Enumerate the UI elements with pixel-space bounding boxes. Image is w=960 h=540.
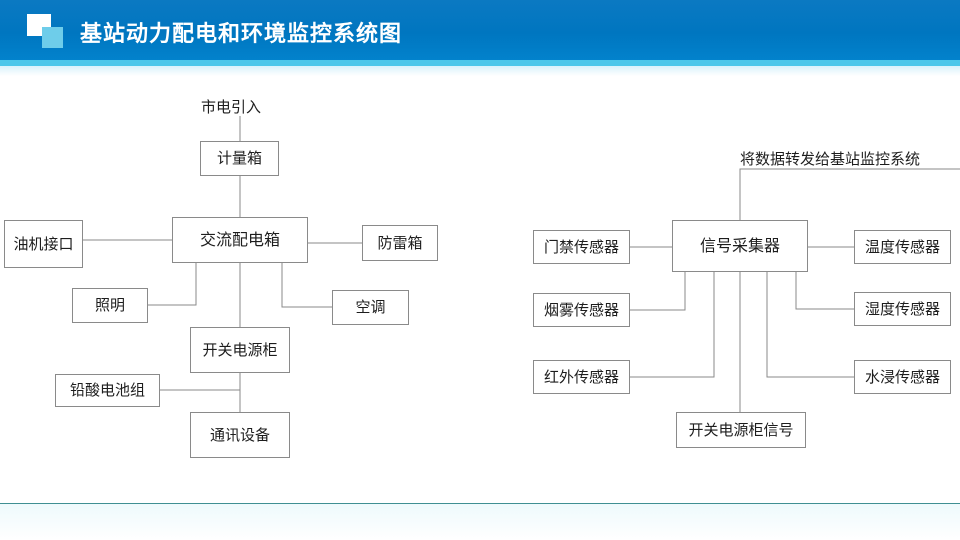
page-title: 基站动力配电和环境监控系统图	[80, 22, 403, 47]
diagram-canvas: 市电引入 将数据转发给基站监控系统 计量箱 交流配电箱 油机接口 防雷箱 照明 …	[0, 76, 960, 503]
wire-acbox-to-aircon	[281, 263, 332, 308]
node-lightning-box[interactable]: 防雷箱	[362, 225, 438, 261]
wire-humidity-to-collector	[795, 272, 854, 310]
header-accent-stripe	[0, 60, 960, 66]
node-ac-distribution-box[interactable]: 交流配电箱	[172, 217, 308, 263]
header-banner	[0, 0, 960, 60]
label-forward-data-note: 将数据转发给基站监控系统	[740, 150, 921, 168]
node-generator-interface[interactable]: 油机接口	[4, 220, 83, 268]
header-fade-strip	[0, 66, 960, 76]
node-access-control-sensor[interactable]: 门禁传感器	[533, 230, 630, 264]
wire-infrared-to-collector	[630, 272, 715, 378]
wire-acbox-to-lighting	[148, 263, 197, 306]
footer-divider	[0, 503, 960, 504]
node-lighting[interactable]: 照明	[72, 288, 148, 323]
node-lead-acid-battery[interactable]: 铅酸电池组	[55, 374, 160, 407]
node-temperature-sensor[interactable]: 温度传感器	[854, 230, 951, 264]
two-squares-logo-icon	[27, 14, 67, 50]
node-switch-power-signal[interactable]: 开关电源柜信号	[676, 412, 806, 448]
node-smoke-sensor[interactable]: 烟雾传感器	[533, 293, 630, 327]
node-infrared-sensor[interactable]: 红外传感器	[533, 360, 630, 394]
connector-lines	[83, 116, 960, 412]
node-switch-power-cabinet[interactable]: 开关电源柜	[190, 327, 290, 373]
wire-water-to-collector	[766, 272, 854, 378]
label-mains-inlet: 市电引入	[201, 98, 262, 116]
node-water-immersion-sensor[interactable]: 水浸传感器	[854, 360, 951, 394]
node-signal-collector[interactable]: 信号采集器	[672, 220, 808, 272]
logo-square-cyan	[42, 27, 63, 48]
wire-collector-to-note	[739, 168, 960, 220]
node-humidity-sensor[interactable]: 湿度传感器	[854, 292, 951, 326]
node-air-conditioner[interactable]: 空调	[332, 290, 409, 325]
wire-smoke-to-collector	[630, 272, 686, 311]
footer-fade-strip	[0, 504, 960, 540]
node-communication-device[interactable]: 通讯设备	[190, 412, 290, 458]
node-metering-box[interactable]: 计量箱	[200, 141, 279, 176]
